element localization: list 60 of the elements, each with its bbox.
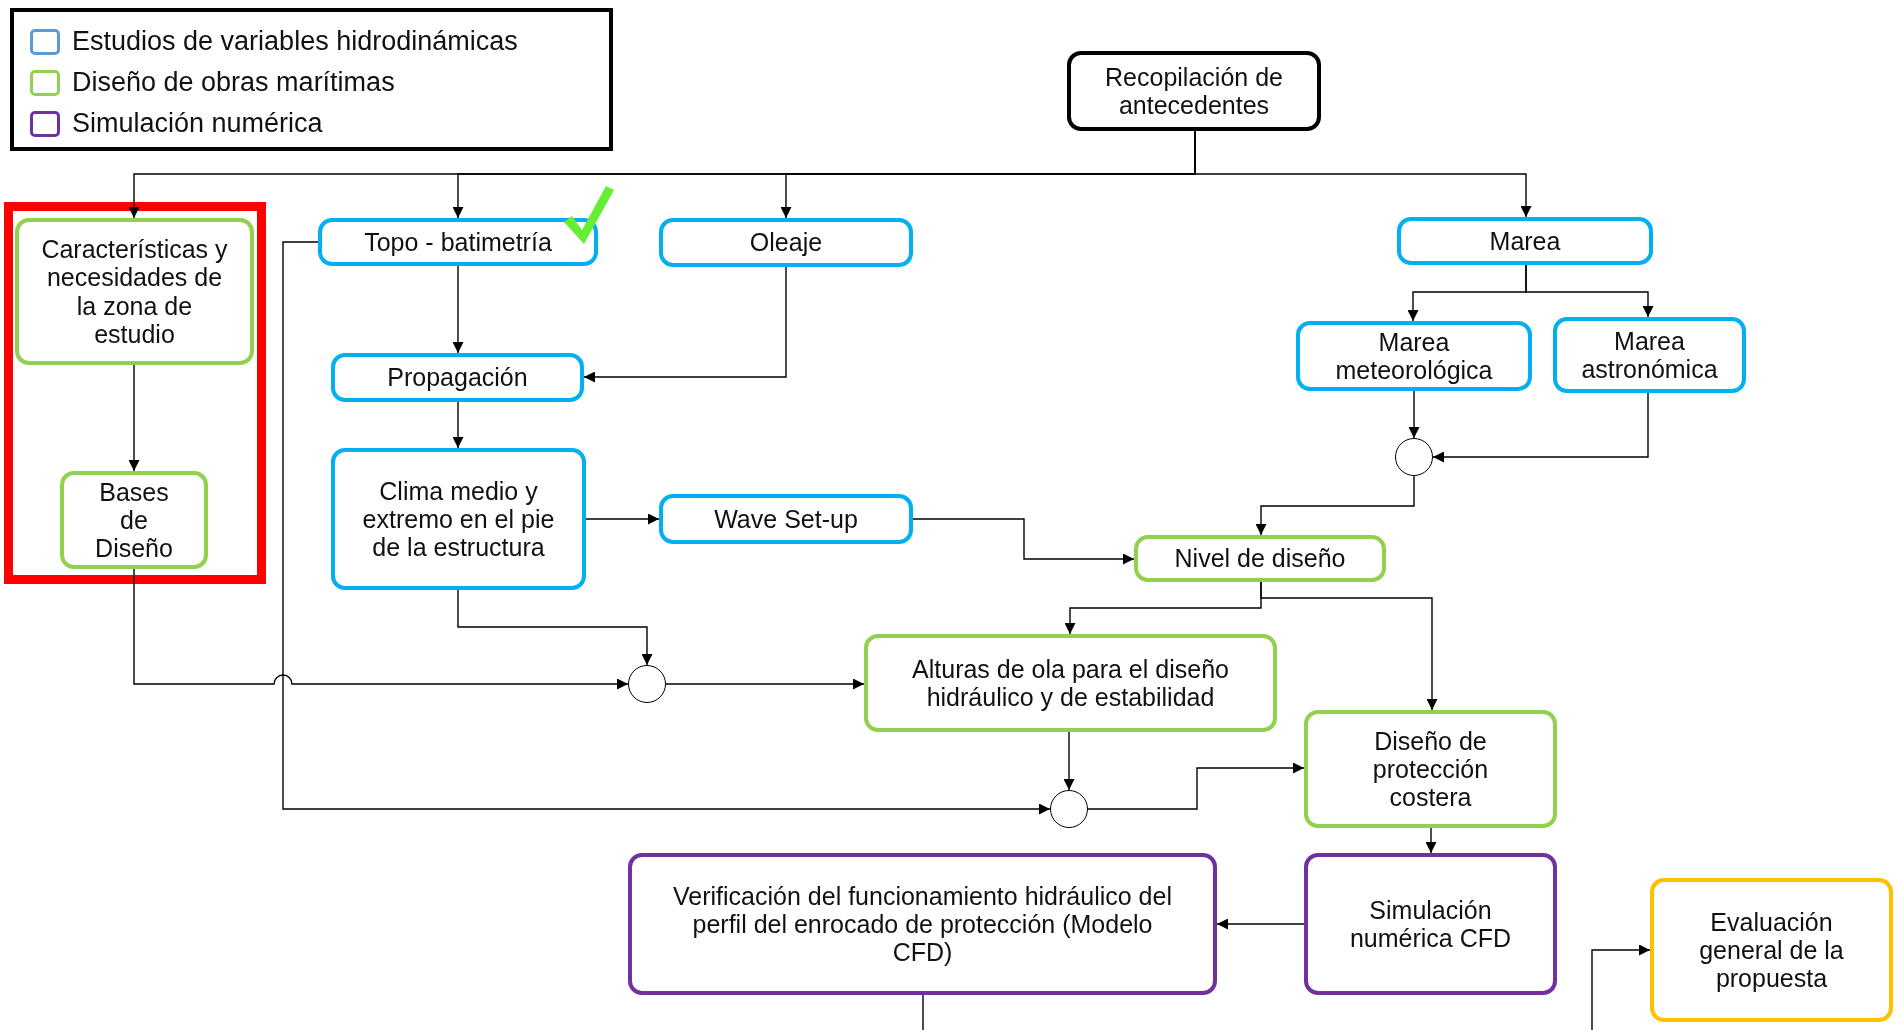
process-box [1553,317,1746,393]
process-box [1650,878,1893,1022]
box-label: Wave Set-up [714,504,858,534]
arrow [457,589,653,666]
box-label: Características y necesidades de la zona de estudio [40,235,229,348]
junction-circle [628,665,666,703]
arrow [583,266,787,383]
process-box [628,853,1217,995]
junction-circle [1395,438,1433,476]
box-label: Verificación del funcionamiento hidráulico del perfil del enrocado de protección (Modelo CFD) [672,881,1173,967]
process-box [864,634,1277,732]
arrow [1063,731,1075,791]
box-label: Nivel de diseño [1174,544,1346,573]
arrow [1087,762,1305,810]
process-box [1304,853,1557,995]
arrow [1425,827,1437,854]
arrow [665,678,865,690]
junction-circle [1050,790,1088,828]
box-label: Marea astronómica [1580,326,1719,384]
arrow [1591,944,1651,1030]
arrow [1432,392,1649,463]
process-box [15,218,254,365]
arrow [452,401,464,449]
arrow [1255,475,1415,536]
process-box [1134,535,1386,582]
box-label: Marea [1489,226,1561,256]
arrow [1408,390,1420,439]
arrow [912,518,1135,565]
box-label: Simulación numérica CFD [1348,895,1513,953]
process-box [1067,51,1321,131]
process-box [60,471,208,569]
box-label: Diseño de protección costera [1371,726,1490,812]
box-label: Propagación [387,363,528,392]
arrow [133,568,629,690]
legend-label: Diseño de obras marítimas [72,67,395,98]
process-box [1304,710,1557,828]
process-box [659,218,913,267]
process-box [1296,321,1532,391]
box-label: Recopilación de antecedentes [1104,62,1284,120]
box-label: Oleaje [749,228,823,257]
legend-label: Simulación numérica [72,108,323,139]
box-label: Alturas de ola para el diseño hidráulico y de estabilidad [911,654,1230,712]
arrow [452,265,464,354]
process-box [659,494,913,544]
arrow [585,513,660,525]
process-box [1397,217,1653,265]
arrow [1260,581,1438,711]
box-label: Bases de Diseño [94,477,174,563]
arrow [128,364,140,472]
box-label: Clima medio y extremo en el pie de la estructura [361,476,556,562]
arrow [1216,918,1305,930]
box-label: Topo - batimetría [364,227,552,257]
process-box [318,218,598,266]
process-box [331,353,584,402]
box-label: Marea meteorológica [1334,327,1494,385]
box-label: Evaluación general de la propuesta [1698,907,1845,993]
legend-label: Estudios de variables hidrodinámicas [72,26,518,57]
arrow [1525,264,1654,318]
process-box [331,448,586,590]
arrow [282,241,1051,815]
